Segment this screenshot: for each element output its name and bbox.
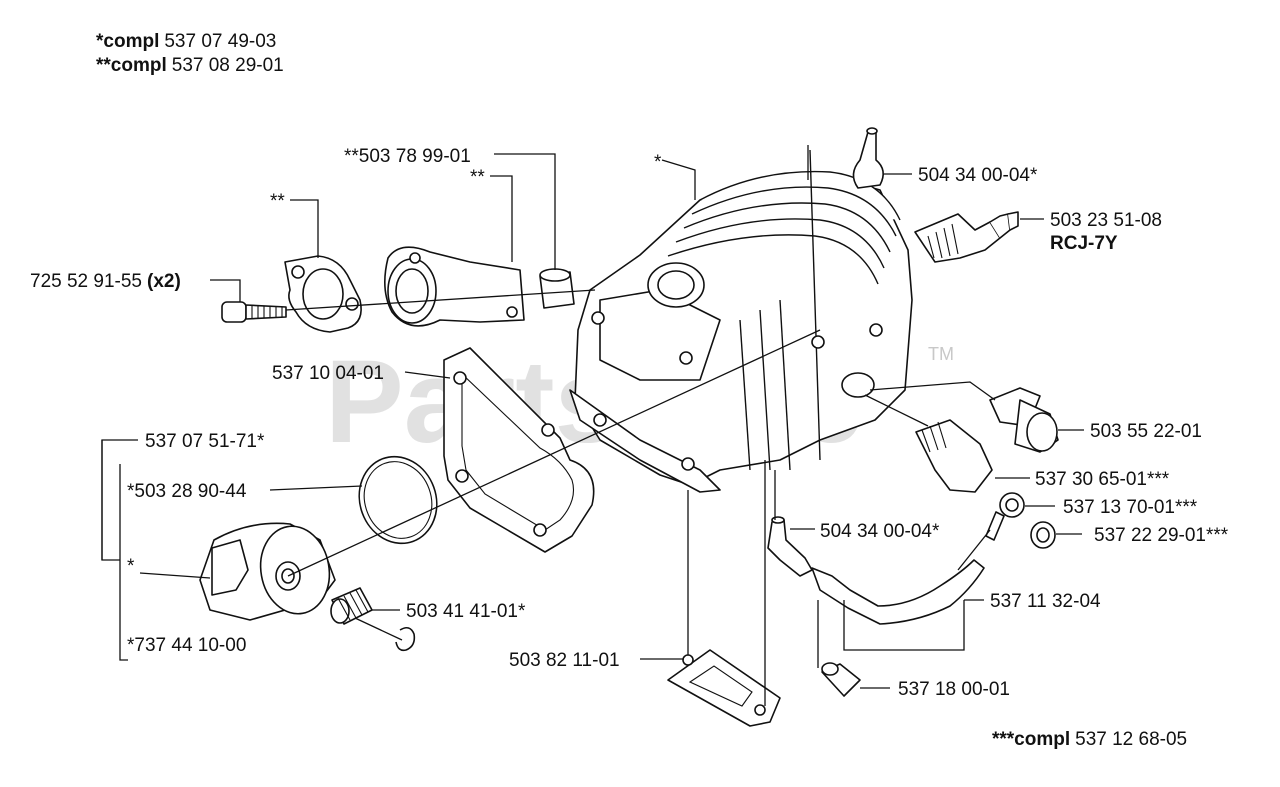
callout-star-piston: * bbox=[127, 556, 135, 577]
callout-star-cylinder: * bbox=[654, 152, 662, 173]
callout-537180001: 537 18 00-01 bbox=[898, 679, 1010, 700]
cylinder-part bbox=[569, 149, 913, 493]
sleeve-part bbox=[539, 268, 575, 309]
watermark-trademark: TM bbox=[928, 344, 954, 364]
intake-manifold-part bbox=[384, 246, 525, 327]
hose-part bbox=[811, 559, 985, 625]
callout-537137001: 537 13 70-01*** bbox=[1063, 497, 1198, 518]
piston-ring-part bbox=[358, 455, 438, 545]
callout-504340004-top: 504 34 00-04* bbox=[918, 165, 1038, 186]
top-nipple-part bbox=[852, 127, 884, 189]
callout-537100401: 537 10 04-01 bbox=[272, 363, 384, 384]
callout-star-intake: ** bbox=[470, 167, 485, 188]
intake-gasket-part bbox=[284, 255, 362, 333]
piston-part bbox=[199, 522, 336, 621]
bottom-nipple-part bbox=[767, 516, 813, 577]
bolt-part bbox=[221, 301, 287, 323]
decomp-valve-part bbox=[989, 387, 1059, 453]
callout-537113204: 537 11 32-04 bbox=[990, 591, 1101, 612]
callout-537075171: 537 07 51-71* bbox=[145, 431, 265, 452]
leader-lines bbox=[101, 145, 1084, 706]
callout-star-gasket: ** bbox=[270, 191, 285, 212]
callout-rcj7y: RCJ-7Y bbox=[1050, 233, 1118, 254]
adapter-part bbox=[915, 419, 993, 493]
circlip-part bbox=[395, 626, 416, 652]
callout-503414101: 503 41 41-01* bbox=[406, 601, 526, 622]
callout-503552201: 503 55 22-01 bbox=[1090, 421, 1202, 442]
callout-537306501: 537 30 65-01*** bbox=[1035, 469, 1170, 490]
callout-503289044: *503 28 90-44 bbox=[127, 481, 247, 502]
callout-503821101: 503 82 11-01 bbox=[509, 650, 620, 671]
callout-537222901: 537 22 29-01*** bbox=[1094, 525, 1229, 546]
spark-plug-part bbox=[914, 211, 1019, 263]
callout-725529155: 725 52 91-55(x2) bbox=[30, 271, 181, 292]
washer-part bbox=[1030, 521, 1056, 549]
plug-part bbox=[821, 662, 861, 697]
callout-504340004-bot: 504 34 00-04* bbox=[820, 521, 940, 542]
cylinder-gasket-part bbox=[443, 347, 595, 553]
needle-bearing-part bbox=[330, 587, 373, 625]
callout-503235108: 503 23 51-08 bbox=[1050, 210, 1162, 231]
callout-737441000: *737 44 10-00 bbox=[127, 635, 246, 656]
callout-503789901: **503 78 99-01 bbox=[344, 146, 471, 167]
small-gasket-part bbox=[667, 649, 781, 727]
ring-connector-part bbox=[985, 492, 1025, 541]
